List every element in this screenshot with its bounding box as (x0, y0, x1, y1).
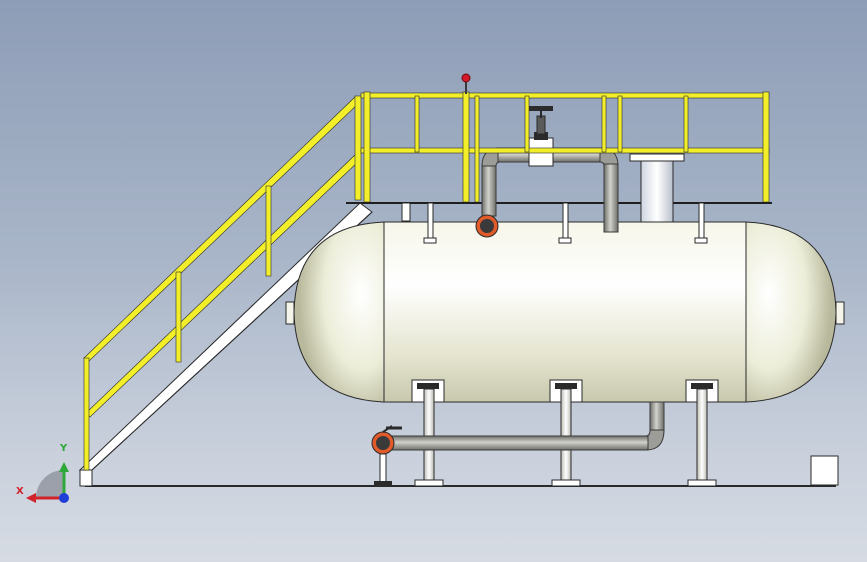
triad-y-label: Y (60, 443, 68, 454)
horizontal-vessel (285, 221, 845, 403)
warning-lamp-icon (461, 73, 471, 94)
bottom-valve (371, 425, 402, 486)
equipment-box (810, 455, 839, 486)
upper-nozzle-flange (475, 214, 499, 238)
top-valve (528, 106, 554, 167)
platform-supports (423, 202, 708, 244)
coordinate-triad-icon (26, 462, 69, 503)
saddle-legs (411, 379, 719, 487)
manway-cylinder (629, 153, 685, 223)
handrails (83, 91, 770, 471)
triad-x-label: X (16, 486, 24, 497)
platform-bracket-left (401, 202, 411, 222)
